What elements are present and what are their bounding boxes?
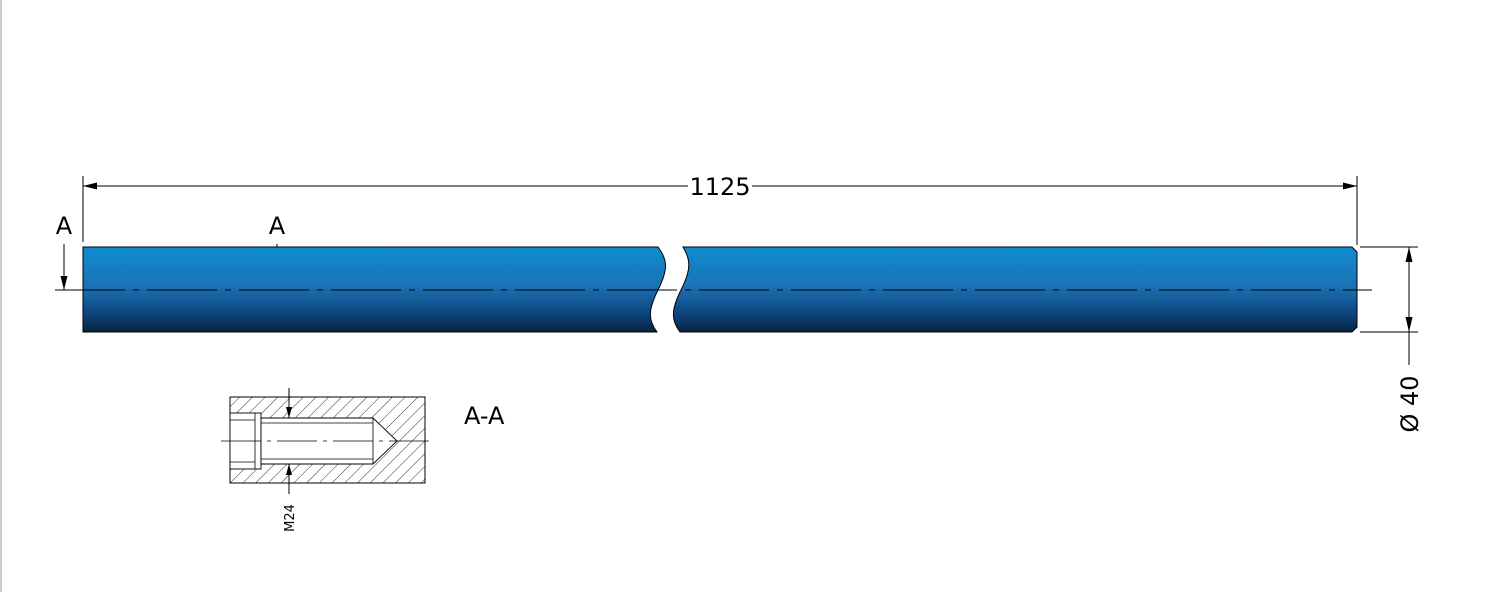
thread-label: M24 (283, 504, 298, 532)
rod-segment-right (672, 246, 1358, 333)
section-title: A-A (464, 402, 505, 430)
section-mark-left: A (56, 212, 73, 240)
length-dimension: 1125 (82, 173, 1358, 245)
rod-segment-left (82, 246, 666, 333)
section-mark-right: A (269, 212, 286, 240)
length-dimension-text: 1125 (689, 173, 750, 201)
section-view: M24 (221, 388, 432, 532)
diameter-dimension-text: Ø 40 (1396, 375, 1424, 432)
diameter-dimension: Ø 40 (1360, 246, 1424, 433)
